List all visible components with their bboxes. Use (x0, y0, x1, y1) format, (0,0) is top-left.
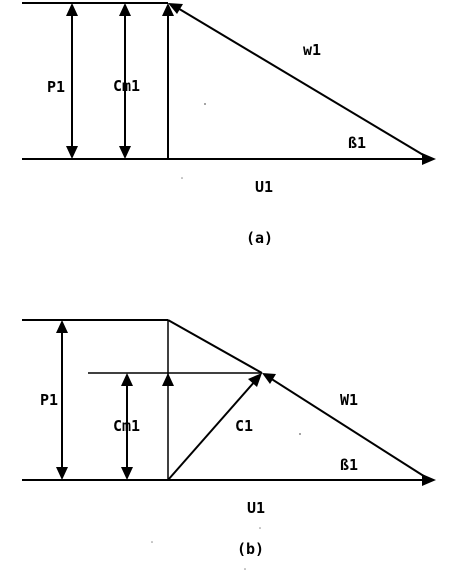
diagram-a-u1-label: U1 (255, 178, 273, 196)
diagram-b-speck (259, 527, 261, 529)
diagram-a-cm1-arrowhead-up (119, 3, 131, 16)
diagram-b-caption: (b) (237, 540, 264, 558)
diagram-b-vertical-arrowhead (162, 373, 174, 386)
diagram-b-speck (244, 568, 246, 570)
diagram-b-w1-arrowhead (262, 373, 276, 384)
diagram-b-speck (299, 433, 301, 435)
diagram-b-p1-label: P1 (40, 391, 58, 409)
diagram-a-beta1-label: ß1 (348, 134, 366, 152)
diagram-b-w1-line (269, 377, 431, 481)
diagram-a-w1-arrowhead (168, 3, 183, 14)
diagram-a-p1-arrowhead-down (66, 146, 78, 159)
diagram-b-c1-arrowhead (248, 373, 262, 387)
diagram-a: P1 Cm1 w1 ß1 U1 (a) (22, 2, 436, 247)
diagram-a-vertical-arrowhead (162, 3, 174, 16)
diagram-b-speck (151, 541, 153, 543)
diagram-a-w1-line (175, 6, 431, 160)
diagram-b-w1-label: W1 (340, 391, 358, 409)
diagram-b-c1-line (167, 379, 257, 481)
diagram-b-u1-label: U1 (247, 499, 265, 517)
diagram-b-beta1-label: ß1 (340, 456, 358, 474)
diagram-a-cm1-label: Cm1 (113, 77, 140, 95)
diagram-b-upper-diagonal (167, 319, 263, 374)
diagram-a-p1-arrowhead-up (66, 3, 78, 16)
diagram-b-cm1-arrowhead-up (121, 373, 133, 386)
diagram-a-speck (204, 103, 206, 105)
diagram-a-cm1-arrowhead-down (119, 146, 131, 159)
diagram-b: P1 Cm1 C1 W1 ß1 U1 (b) (22, 319, 436, 570)
diagram-a-w1-label: w1 (303, 41, 321, 59)
diagram-b-c1-label: C1 (235, 417, 253, 435)
diagram-a-caption: (a) (246, 229, 273, 247)
diagram-a-p1-label: P1 (47, 78, 65, 96)
diagram-b-p1-arrowhead-down (56, 467, 68, 480)
diagram-b-cm1-label: Cm1 (113, 417, 140, 435)
diagram-b-cm1-arrowhead-down (121, 467, 133, 480)
diagram-b-p1-arrowhead-up (56, 320, 68, 333)
diagram-a-speck (181, 177, 183, 179)
